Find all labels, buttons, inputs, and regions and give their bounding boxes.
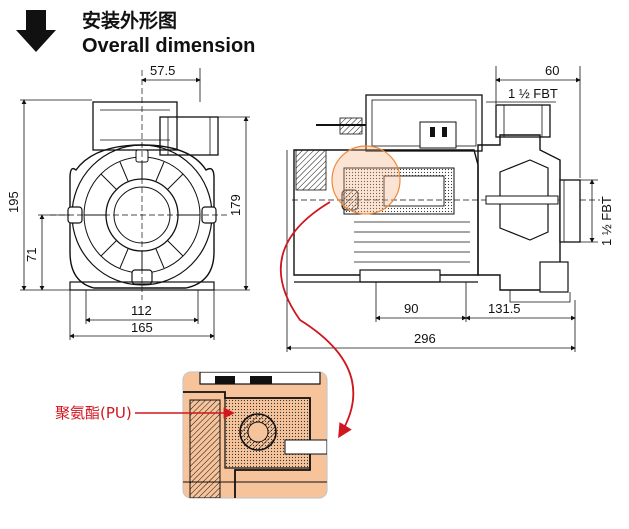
callout-arrow xyxy=(279,201,355,439)
down-arrow-icon xyxy=(16,10,56,52)
dim-296: 296 xyxy=(414,331,436,346)
front-view: 57.5 195 71 179 112 165 xyxy=(6,63,250,340)
detail-highlight-circle xyxy=(331,145,401,215)
title-cn: 安装外形图 xyxy=(82,9,177,32)
dim-fbt-side: 1 ½ FBT xyxy=(599,196,614,246)
pu-label: 聚氨酯(PU) xyxy=(55,404,132,422)
dim-195: 195 xyxy=(6,191,21,213)
dim-90: 90 xyxy=(404,301,418,316)
title-en: Overall dimension xyxy=(82,35,255,57)
dim-fbt-top: 1 ½ FBT xyxy=(508,86,558,101)
dim-131-5: 131.5 xyxy=(488,301,521,316)
dim-112: 112 xyxy=(131,303,152,318)
header: 安装外形图 Overall dimension xyxy=(16,9,255,57)
dim-179: 179 xyxy=(228,194,243,216)
zoom-detail xyxy=(182,371,328,499)
dim-57-5: 57.5 xyxy=(150,63,175,78)
dim-165: 165 xyxy=(131,320,153,335)
side-view: 60 1 ½ FBT 1 ½ FBT 90 131.5 296 xyxy=(286,63,614,352)
dim-60: 60 xyxy=(545,63,559,78)
dim-71: 71 xyxy=(24,248,39,262)
